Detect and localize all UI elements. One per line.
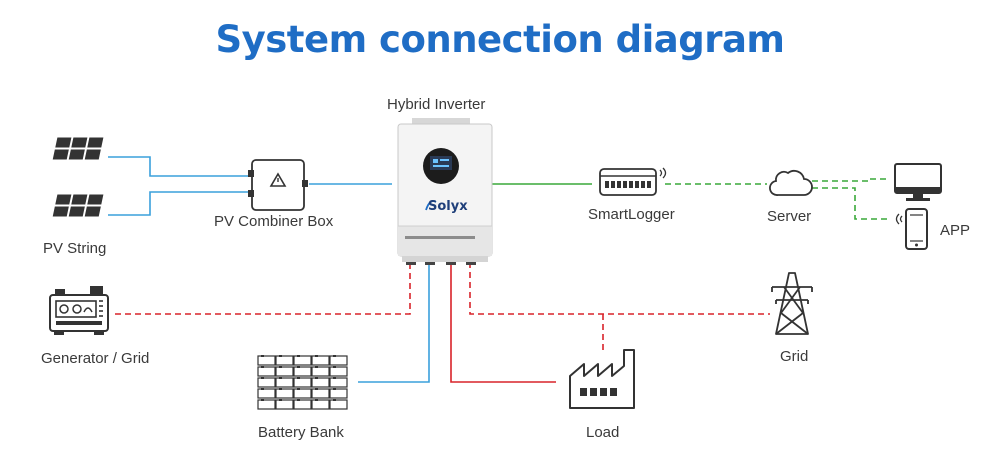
battery-cell bbox=[311, 355, 330, 366]
battery-cell bbox=[257, 399, 276, 410]
battery-cell bbox=[293, 355, 312, 366]
battery-cell bbox=[329, 399, 348, 410]
battery-cell bbox=[257, 388, 276, 399]
battery-cell bbox=[257, 355, 276, 366]
battery-terminal bbox=[315, 399, 318, 401]
battery-terminal bbox=[279, 355, 282, 357]
battery-bank-label: Battery Bank bbox=[258, 424, 344, 441]
battery-cell bbox=[275, 399, 294, 410]
battery-terminal bbox=[261, 377, 264, 379]
combiner-box-icon bbox=[248, 159, 308, 211]
pv-to-combiner-lines bbox=[108, 156, 248, 216]
inverter-label: Hybrid Inverter bbox=[387, 96, 486, 113]
battery-to-inverter-line bbox=[358, 262, 430, 383]
battery-terminal bbox=[297, 399, 300, 401]
battery-cell bbox=[275, 355, 294, 366]
battery-terminal bbox=[279, 377, 282, 379]
inverter-brand-logo: Solyx bbox=[428, 199, 468, 214]
battery-terminal bbox=[297, 377, 300, 379]
battery-terminal bbox=[315, 355, 318, 357]
battery-terminal bbox=[261, 388, 264, 390]
monitor-icon bbox=[894, 163, 942, 201]
server-cloud-icon bbox=[769, 170, 813, 196]
battery-cell bbox=[329, 377, 348, 388]
battery-cell bbox=[275, 366, 294, 377]
battery-terminal bbox=[261, 399, 264, 401]
battery-terminal bbox=[297, 388, 300, 390]
battery-terminal bbox=[297, 366, 300, 368]
inverter-icon bbox=[397, 118, 493, 265]
combiner-box-label: PV Combiner Box bbox=[214, 213, 334, 230]
battery-cell bbox=[293, 366, 312, 377]
battery-cell bbox=[293, 388, 312, 399]
battery-cell bbox=[257, 366, 276, 377]
battery-terminal bbox=[333, 388, 336, 390]
battery-terminal bbox=[261, 355, 264, 357]
battery-cell bbox=[293, 377, 312, 388]
smartlogger-label: SmartLogger bbox=[588, 206, 675, 223]
factory-icon bbox=[569, 349, 635, 409]
battery-terminal bbox=[333, 377, 336, 379]
phone-icon bbox=[895, 208, 928, 250]
battery-terminal bbox=[315, 388, 318, 390]
battery-cell bbox=[329, 388, 348, 399]
battery-terminal bbox=[315, 366, 318, 368]
battery-terminal bbox=[279, 388, 282, 390]
generator-icon bbox=[49, 286, 109, 335]
load-label: Load bbox=[586, 424, 620, 441]
battery-cell bbox=[275, 388, 294, 399]
battery-cell bbox=[257, 377, 276, 388]
grid-tower-icon bbox=[771, 272, 813, 335]
smartlogger-icon bbox=[599, 167, 667, 196]
app-label: APP bbox=[940, 222, 971, 239]
battery-cell bbox=[275, 377, 294, 388]
inverter-to-load-line bbox=[450, 262, 556, 383]
battery-terminal bbox=[333, 355, 336, 357]
generator-label: Generator / Grid bbox=[41, 350, 150, 367]
battery-terminal bbox=[279, 366, 282, 368]
battery-terminal bbox=[333, 399, 336, 401]
battery-terminal bbox=[333, 366, 336, 368]
battery-cell bbox=[311, 366, 330, 377]
battery-terminal bbox=[315, 377, 318, 379]
battery-cell bbox=[311, 399, 330, 410]
pv-string-icon bbox=[51, 136, 105, 218]
battery-cell bbox=[293, 399, 312, 410]
page-title: System connection diagram bbox=[215, 18, 785, 61]
server-label: Server bbox=[767, 208, 812, 225]
battery-cell bbox=[311, 388, 330, 399]
battery-terminal bbox=[261, 366, 264, 368]
battery-cell bbox=[311, 377, 330, 388]
pv-string-label: PV String bbox=[43, 240, 107, 257]
battery-cell bbox=[329, 355, 348, 366]
server-to-app-lines bbox=[812, 178, 890, 220]
grid-label: Grid bbox=[780, 348, 809, 365]
battery-terminal bbox=[297, 355, 300, 357]
battery-terminal bbox=[279, 399, 282, 401]
generator-to-inverter-line bbox=[115, 262, 411, 315]
battery-cell bbox=[329, 366, 348, 377]
inverter-to-grid-line bbox=[469, 262, 770, 315]
battery-bank-icon bbox=[257, 355, 348, 410]
